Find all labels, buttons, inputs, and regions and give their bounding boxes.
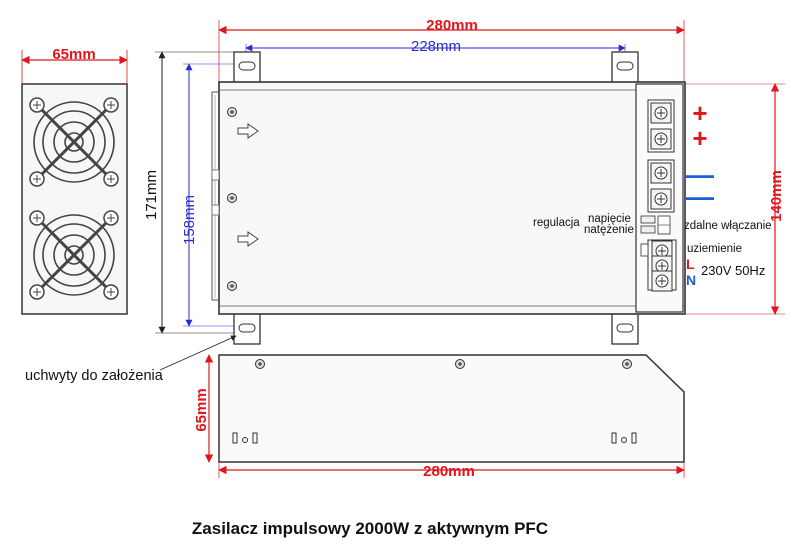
product-title: Zasilacz impulsowy 2000W z aktywnym PFC xyxy=(192,519,548,538)
side-width-label: 65mm xyxy=(52,46,95,63)
voltage-pot-icon xyxy=(640,215,656,224)
ground-label: uziemienie xyxy=(687,243,742,255)
fan-top-icon xyxy=(28,96,120,188)
mount-spacing-label: 228mm xyxy=(411,38,461,55)
top-length-label: 280mm xyxy=(426,17,478,34)
main-body xyxy=(211,51,686,345)
side-view: 65mm xyxy=(21,46,128,315)
mount-spacing-dimension: 228mm xyxy=(245,38,626,66)
voltage-label: napięcie xyxy=(588,213,631,225)
body-height-dimension: 140mm xyxy=(686,83,785,315)
current-label: natężenie xyxy=(584,224,634,236)
mount-height-dimension: 158mm xyxy=(181,63,242,327)
plus-sign-1: + xyxy=(692,98,707,128)
mains-label: 230V 50Hz xyxy=(701,263,765,278)
airflow-arrow-bottom-icon xyxy=(237,231,259,247)
neutral-terminal-label: N xyxy=(686,272,696,288)
vent-slot-left-icon xyxy=(232,432,258,444)
dc-minus-terminal-1-icon xyxy=(650,162,672,184)
bottom-view: 65mm 280mm xyxy=(193,354,685,480)
regulation-label: regulacja xyxy=(533,217,580,229)
plus-sign-2: + xyxy=(692,123,707,153)
vent-slot-right-icon xyxy=(611,432,637,444)
mounting-brackets-label: uchwyty do założenia xyxy=(25,368,164,384)
total-height-dimension: 171mm xyxy=(143,51,235,334)
top-length-dimension: 280mm xyxy=(218,17,685,84)
minus-sign-1: — xyxy=(686,159,714,190)
dc-plus-terminal-1-icon xyxy=(650,102,672,124)
line-terminal-label: L xyxy=(686,256,695,272)
remote-on-label: zdalne włączanie xyxy=(684,220,772,232)
total-height-label: 171mm xyxy=(143,170,160,220)
minus-sign-2: — xyxy=(686,181,714,212)
dc-plus-terminal-2-icon xyxy=(650,128,672,150)
bracket-callout-line xyxy=(159,335,237,371)
fan-bottom-icon xyxy=(28,209,120,301)
airflow-arrow-top-icon xyxy=(237,123,259,139)
bottom-length-label: 280mm xyxy=(423,463,475,480)
bottom-height-label: 65mm xyxy=(193,388,210,431)
current-pot-icon xyxy=(640,225,656,234)
dc-minus-terminal-2-icon xyxy=(650,188,672,210)
body-height-label: 140mm xyxy=(768,170,785,222)
mount-height-label: 158mm xyxy=(181,195,198,245)
